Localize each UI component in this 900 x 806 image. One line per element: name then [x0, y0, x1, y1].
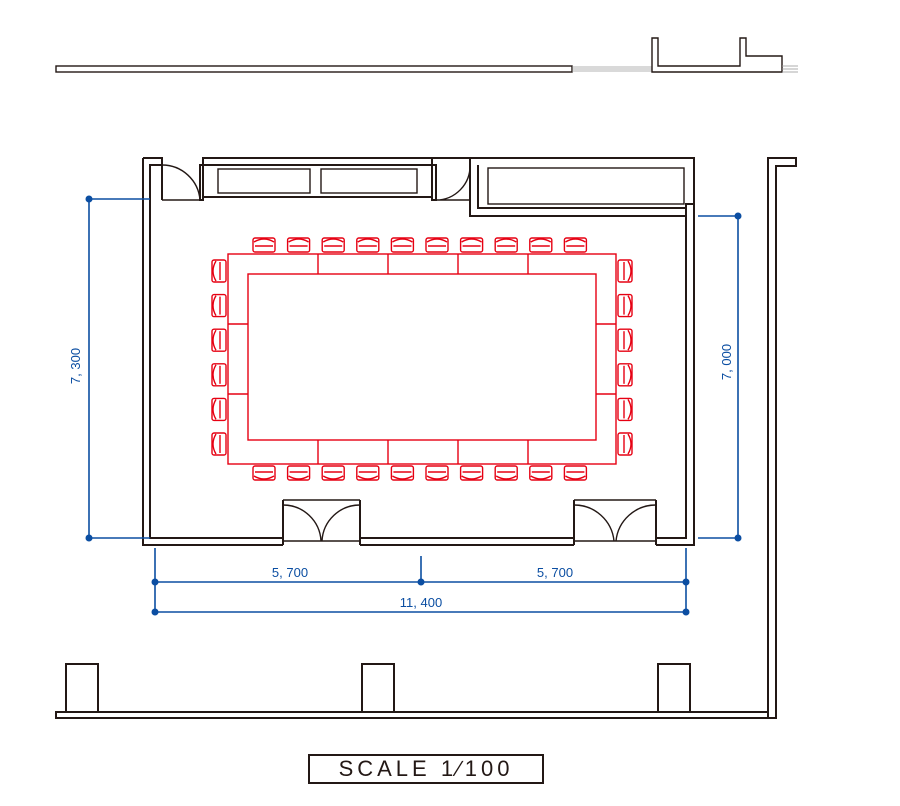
bottom-right-double-door — [573, 499, 657, 545]
chair — [617, 328, 633, 352]
chairs-bottom-row — [252, 465, 588, 481]
chair — [494, 237, 518, 253]
chair — [321, 465, 345, 481]
chair — [252, 237, 276, 253]
chair — [286, 465, 311, 481]
chair — [356, 465, 380, 481]
chair — [390, 465, 415, 481]
dimension-total-width: 11, 400 — [151, 595, 690, 616]
chair — [494, 465, 518, 481]
dimension-right-height-label: 7, 000 — [719, 344, 734, 380]
chair — [211, 328, 227, 352]
dimension-total-width-label: 11, 400 — [400, 595, 442, 610]
chair — [286, 237, 311, 253]
dimension-half-widths: 5, 700 5, 700 — [151, 548, 690, 612]
chairs-top-row — [252, 237, 588, 253]
dimension-left-half-label: 5, 700 — [272, 565, 308, 580]
chair — [356, 237, 380, 253]
top-right-door — [431, 164, 471, 201]
chair — [617, 259, 633, 283]
chair — [563, 465, 588, 481]
chair — [390, 237, 415, 253]
top-left-door — [161, 164, 204, 201]
chair — [563, 237, 588, 253]
chair — [617, 432, 633, 456]
dimension-right-half-label: 5, 700 — [537, 565, 573, 580]
chairs-right-column — [617, 259, 633, 456]
chair — [425, 237, 449, 253]
chair — [617, 397, 633, 422]
chair — [321, 237, 345, 253]
top-exterior-wall — [55, 37, 798, 73]
chair — [211, 259, 227, 283]
bottom-left-double-door — [282, 499, 361, 545]
dimension-left-height: 7, 300 — [68, 195, 150, 542]
chair — [617, 363, 633, 387]
conference-table — [227, 253, 617, 465]
chair — [617, 293, 633, 318]
chair — [211, 432, 227, 456]
bottom-exterior-wall — [55, 663, 769, 719]
chair — [459, 465, 484, 481]
chair — [211, 363, 227, 387]
dimension-right-height: 7, 000 — [698, 212, 742, 542]
chair — [211, 293, 227, 318]
chair — [529, 237, 553, 253]
scale-label: SCALE 1∕100 — [308, 754, 544, 784]
chair — [459, 237, 484, 253]
dimension-left-height-label: 7, 300 — [68, 348, 83, 384]
chair — [252, 465, 276, 481]
chairs-left-column — [211, 259, 227, 456]
chair — [211, 397, 227, 422]
right-corridor-wall — [767, 157, 797, 719]
chair — [529, 465, 553, 481]
chair — [425, 465, 449, 481]
